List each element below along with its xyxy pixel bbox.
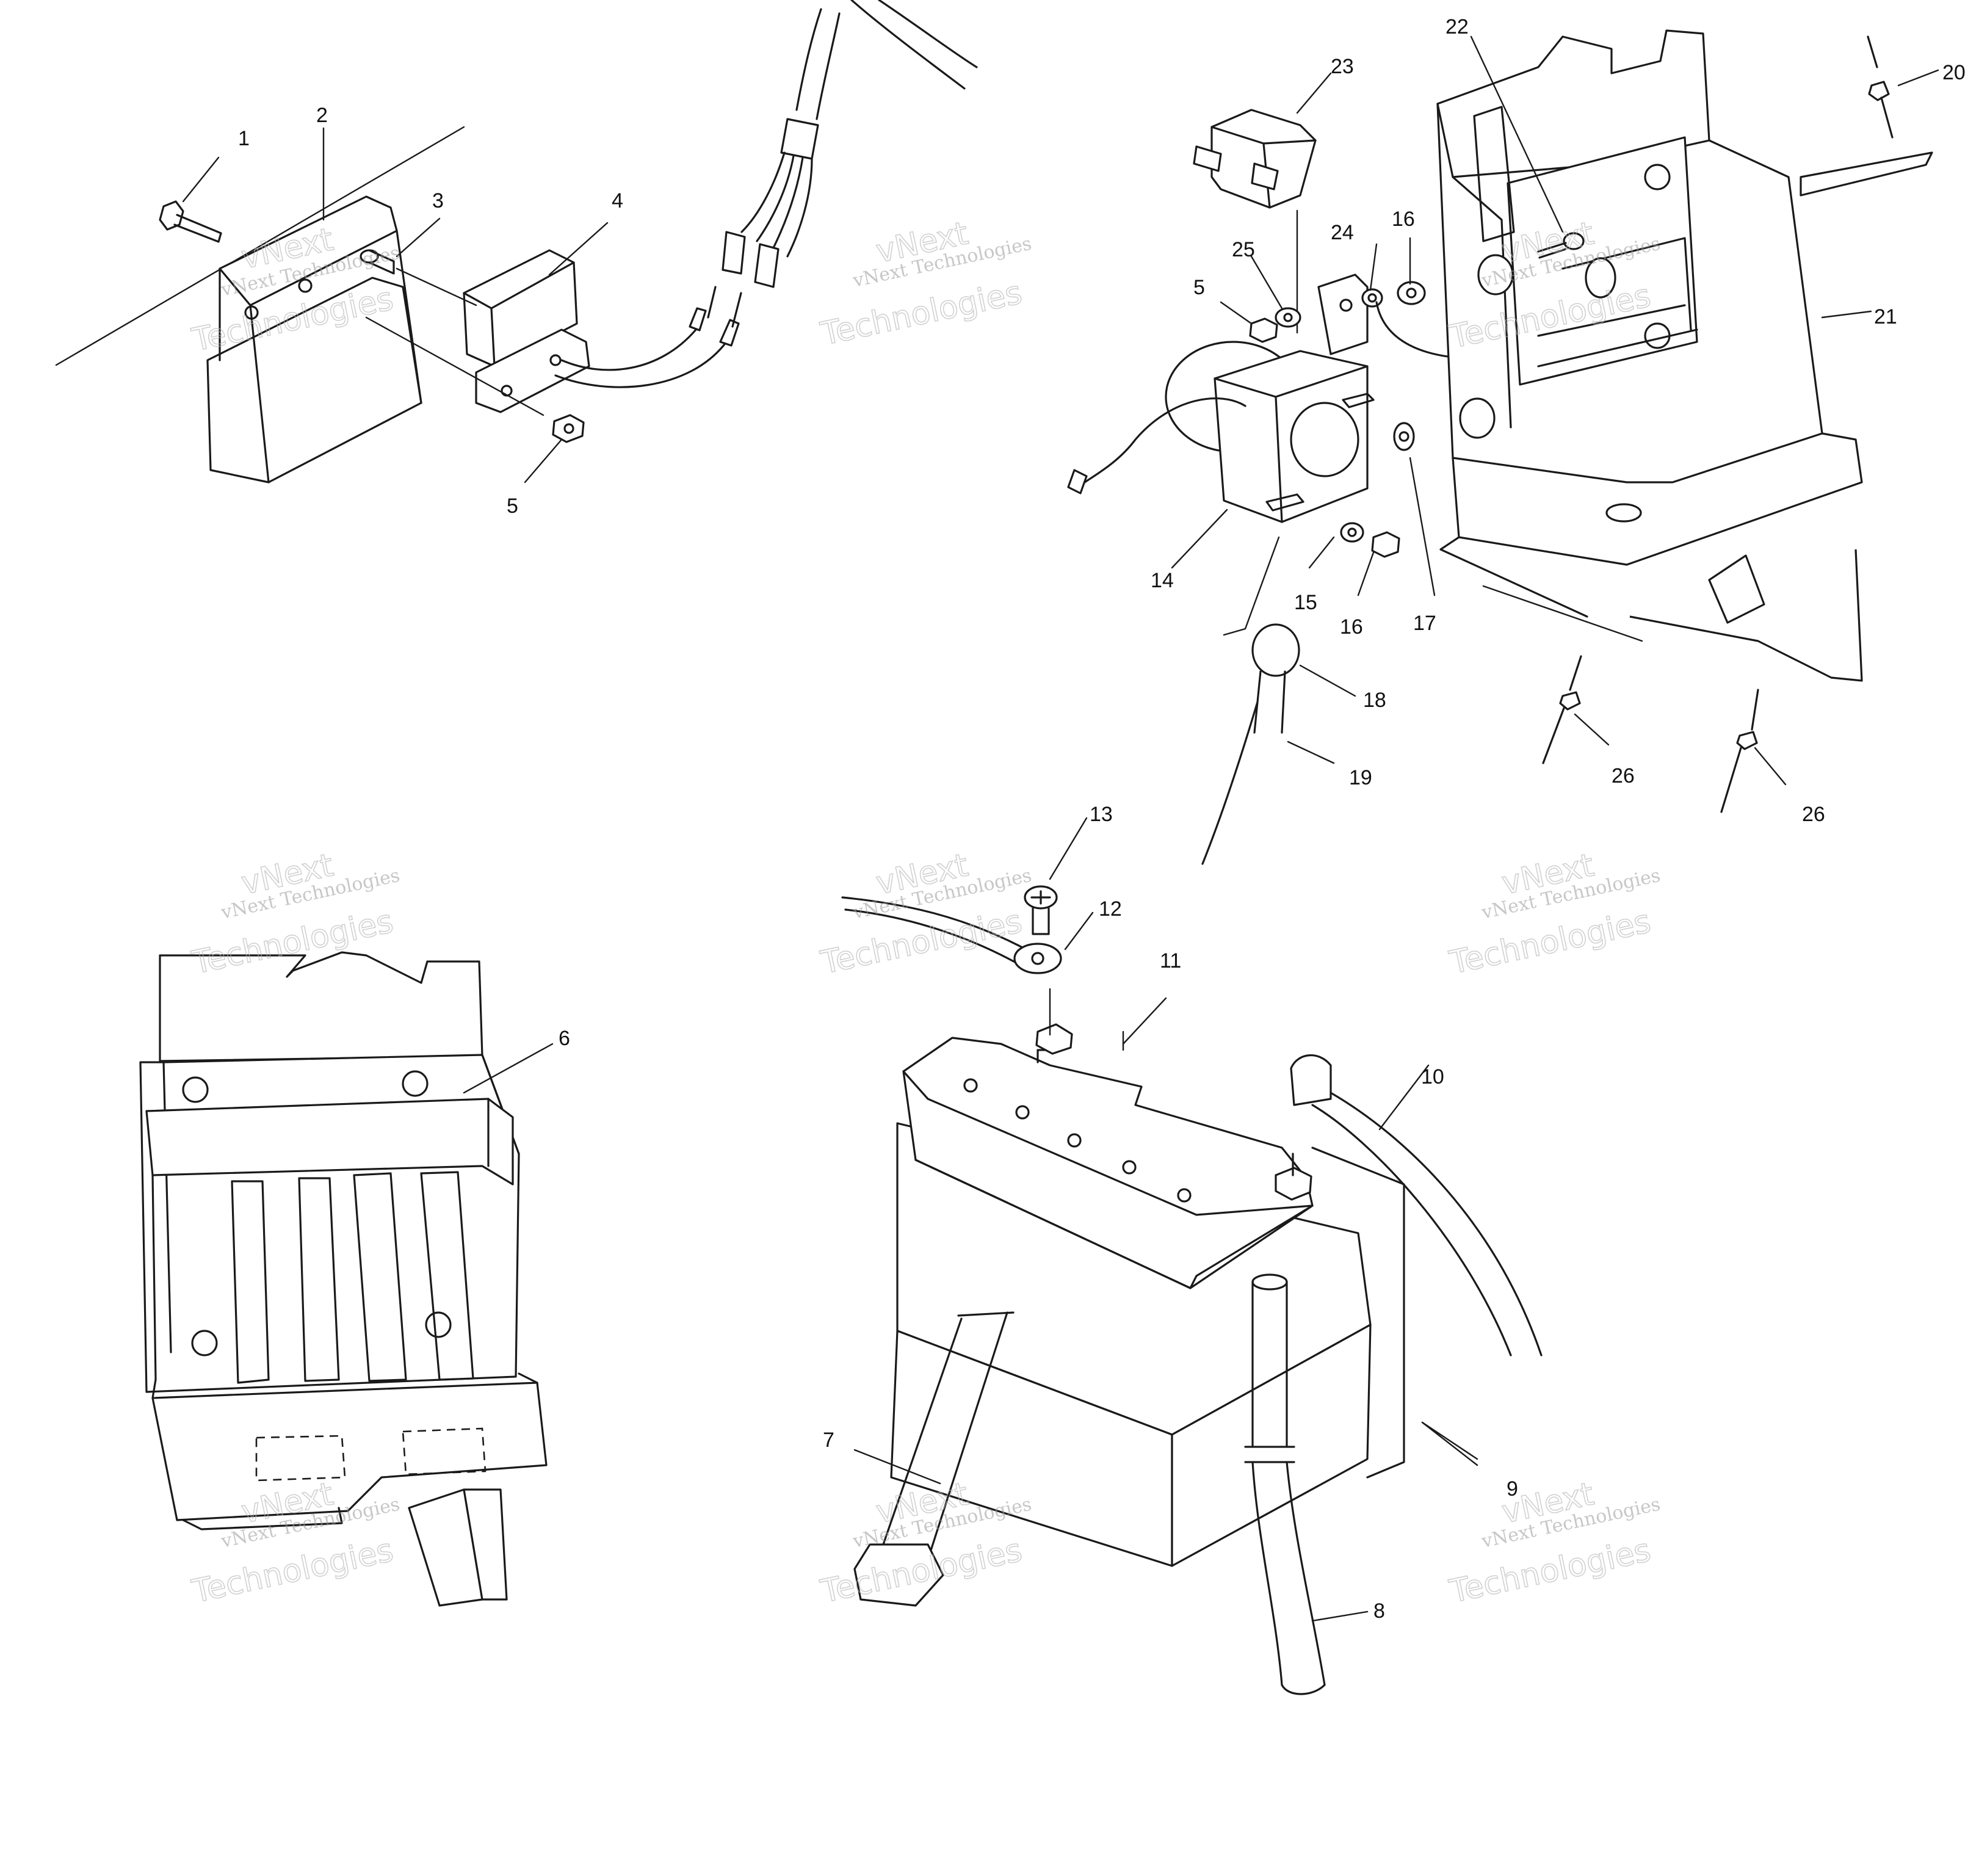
callout-5: 5 <box>507 494 518 518</box>
rectifier-part <box>463 249 742 413</box>
callout-14: 14 <box>1151 569 1174 592</box>
callout-2: 2 <box>316 104 328 127</box>
terminal-boot <box>1201 536 1300 865</box>
callout-5b: 5 <box>1193 276 1205 299</box>
callout-22: 22 <box>1445 15 1469 38</box>
wiring-harness <box>722 0 978 288</box>
watermark-outline: Technologies <box>1446 904 1654 982</box>
bolt-part <box>159 200 222 243</box>
watermark-outline: Technologies <box>817 904 1025 982</box>
callout-8: 8 <box>1373 1599 1385 1623</box>
relay-part <box>1193 109 1317 209</box>
callout-19: 19 <box>1349 766 1372 789</box>
callout-25: 25 <box>1232 238 1255 261</box>
callout-labels: 1 2 3 4 5 5 6 7 8 9 10 11 12 13 14 15 16… <box>238 15 1966 1623</box>
screw-part-13 <box>1024 885 1058 935</box>
battery-bracket <box>1436 29 1933 682</box>
callout-13: 13 <box>1090 803 1113 826</box>
callout-16: 16 <box>1392 208 1415 231</box>
callout-6: 6 <box>559 1027 570 1050</box>
callout-15: 15 <box>1294 591 1317 614</box>
small-hardware-lower <box>1340 422 1415 558</box>
callout-18: 18 <box>1363 689 1386 712</box>
callout-7: 7 <box>823 1429 834 1452</box>
regulator-body <box>206 195 422 483</box>
battery-assembly <box>841 885 1543 1695</box>
solenoid-part <box>1067 273 1375 523</box>
callout-16b: 16 <box>1340 615 1363 639</box>
callout-23: 23 <box>1331 55 1354 78</box>
nut-part-left <box>552 414 585 443</box>
callout-24: 24 <box>1331 221 1354 244</box>
callout-12: 12 <box>1099 897 1122 921</box>
callout-1: 1 <box>238 127 250 150</box>
watermark-outline: Technologies <box>1446 1532 1654 1610</box>
callout-4: 4 <box>612 189 623 212</box>
watermark-outline: Technologies <box>189 1532 396 1610</box>
callout-9: 9 <box>1507 1477 1518 1501</box>
watermark-outline: Technologies <box>817 275 1025 353</box>
solenoid-assembly <box>1067 29 1933 865</box>
battery-box <box>139 951 548 1607</box>
callout-17: 17 <box>1413 612 1436 635</box>
callout-20: 20 <box>1942 61 1966 84</box>
callout-11: 11 <box>1160 949 1181 972</box>
callout-26b: 26 <box>1802 803 1825 826</box>
callout-10: 10 <box>1421 1065 1444 1088</box>
push-rivets <box>1542 35 1894 813</box>
callout-26: 26 <box>1612 764 1635 788</box>
screw-part-22 <box>1537 232 1585 259</box>
callout-3: 3 <box>432 189 444 212</box>
stud-part <box>360 249 395 275</box>
callout-21: 21 <box>1874 305 1897 328</box>
regulator-assembly <box>55 126 742 483</box>
leader-lines <box>182 35 1939 1622</box>
